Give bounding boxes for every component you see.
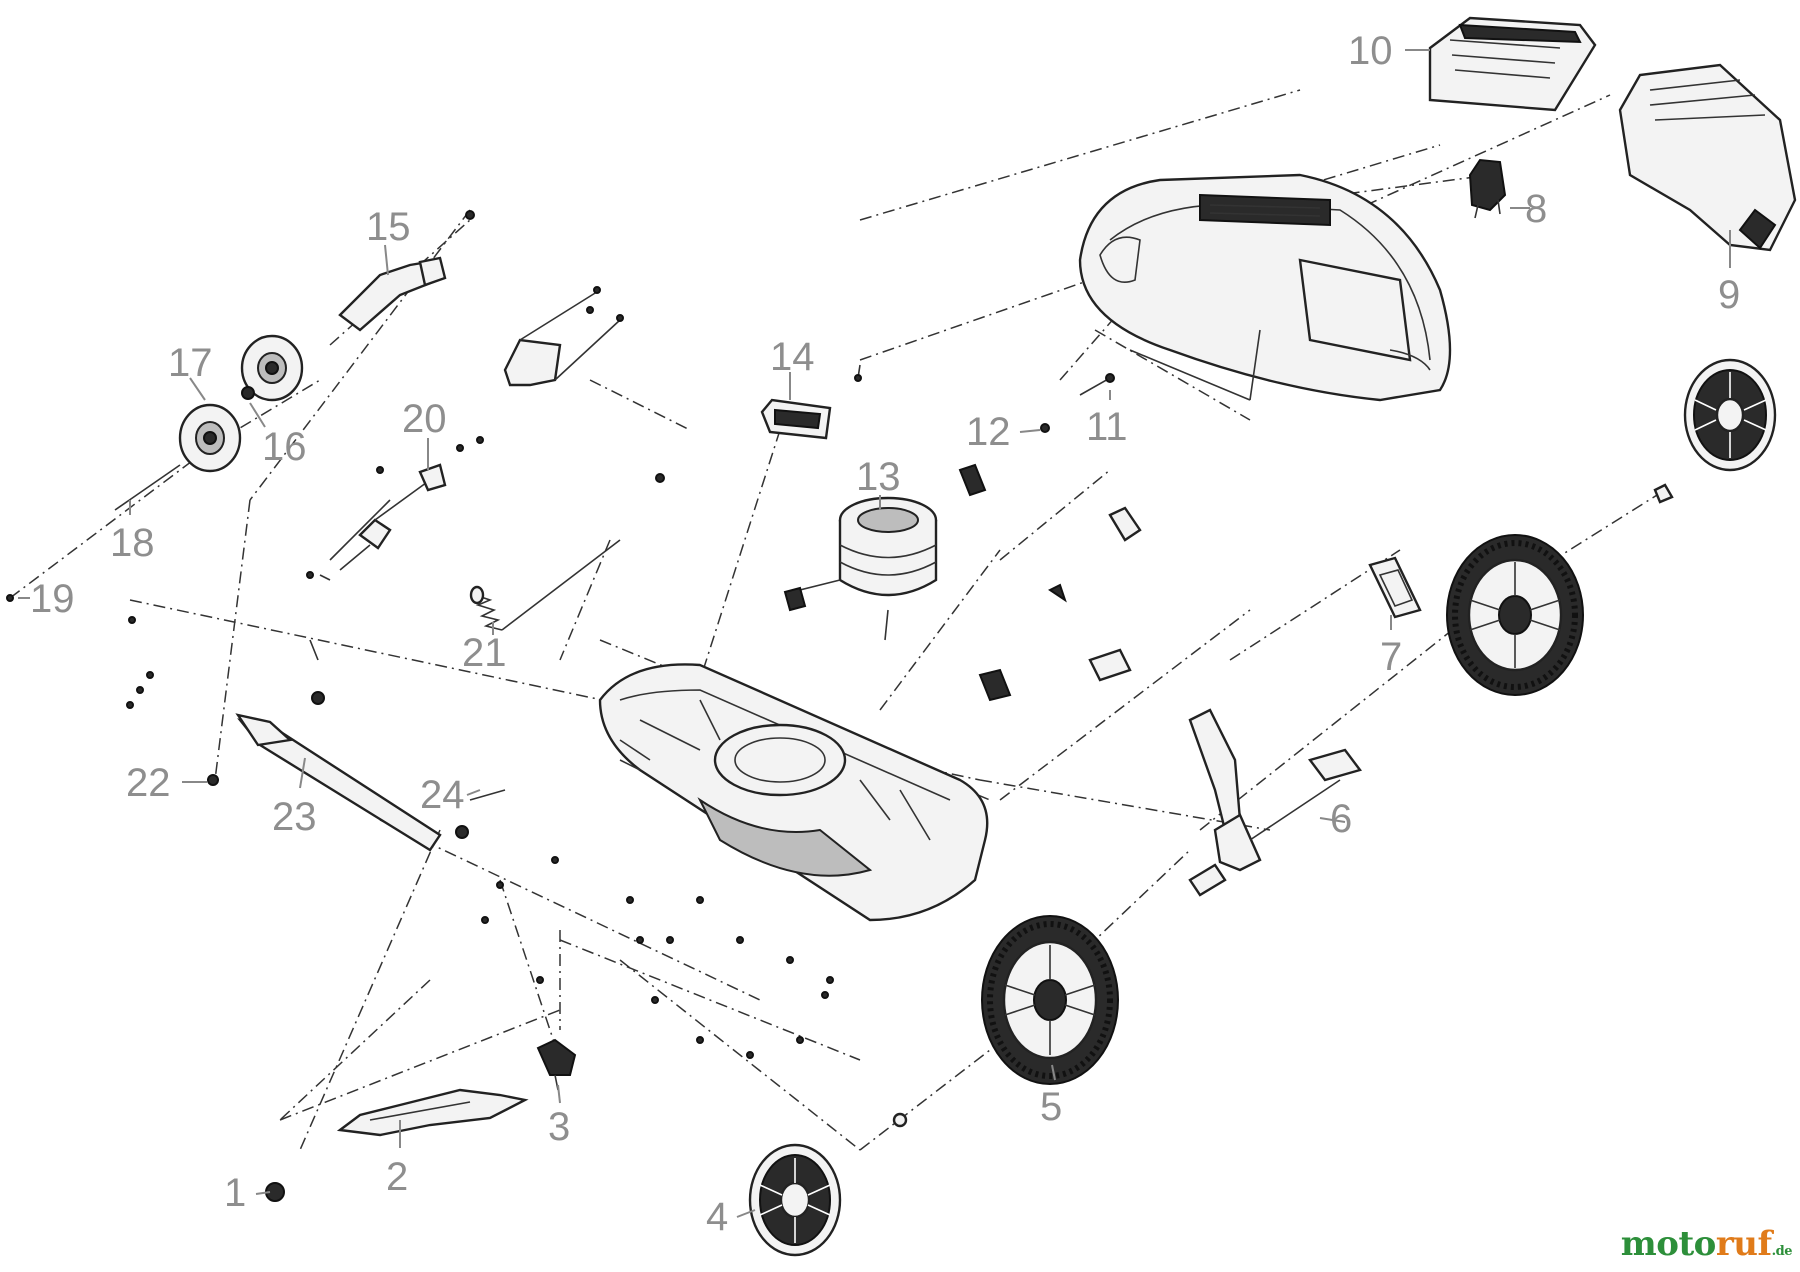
part-2-blade [336, 1088, 529, 1137]
part-8-switch [1468, 158, 1507, 219]
lower-chassis [598, 663, 989, 922]
part-7-plate [1368, 556, 1422, 619]
callout-15: 15 [366, 205, 411, 249]
part-18-19-axle [6, 464, 181, 602]
callout-labels: 1 2 3 4 5 6 7 8 9 10 11 12 13 14 15 16 1… [30, 29, 1740, 1239]
callout-9: 9 [1718, 273, 1740, 317]
part-6-rear-flap [1188, 708, 1363, 897]
part-16-washer [241, 386, 255, 400]
callout-21: 21 [462, 631, 507, 675]
callout-14: 14 [770, 335, 815, 379]
callout-leaders [18, 49, 1731, 1218]
switch-brackets [958, 463, 1142, 702]
callout-5: 5 [1040, 1085, 1062, 1129]
part-9-rear-cover [1618, 63, 1797, 252]
callout-24: 24 [420, 773, 465, 817]
callout-3: 3 [548, 1105, 570, 1149]
rear-wheel [1446, 534, 1584, 696]
watermark-domain: .de [1771, 1244, 1793, 1259]
part-3-adapter [536, 1038, 577, 1091]
rear-hub-cap [1653, 358, 1777, 504]
callout-6: 6 [1330, 797, 1352, 841]
part-11-12-bolts [854, 364, 1115, 433]
watermark-part-2: ruf [1715, 1224, 1772, 1264]
part-13-motor [783, 496, 938, 641]
callout-16: 16 [262, 425, 307, 469]
screws [126, 616, 834, 1059]
part-4-hub-cap [748, 1143, 842, 1257]
part-14-control-box [760, 398, 832, 440]
part-17-roller [178, 334, 304, 473]
callout-2: 2 [386, 1155, 408, 1199]
callout-17: 17 [168, 341, 213, 385]
mounting-bracket [503, 286, 665, 483]
part-23-axle-bar [207, 639, 506, 852]
callout-12: 12 [966, 410, 1011, 454]
part-20-bracket [306, 436, 484, 581]
callout-11: 11 [1086, 405, 1128, 449]
motoruf-watermark: motoruf.de [1620, 1224, 1793, 1264]
part-5-front-wheel [892, 915, 1119, 1128]
callout-20: 20 [402, 397, 447, 441]
callout-23: 23 [272, 795, 317, 839]
part-10-top-cover [1428, 16, 1597, 112]
callout-8: 8 [1525, 187, 1547, 231]
callout-10: 10 [1348, 29, 1393, 73]
watermark-part-1: moto [1620, 1224, 1717, 1264]
part-15-height-lever [338, 210, 475, 332]
callout-18: 18 [110, 521, 155, 565]
part-21-spring [469, 539, 621, 631]
callout-7: 7 [1380, 635, 1402, 679]
callout-22: 22 [126, 761, 171, 805]
housing-upper-shell [1078, 173, 1452, 402]
callout-13: 13 [856, 455, 901, 499]
callout-4: 4 [706, 1195, 728, 1239]
callout-19: 19 [30, 577, 75, 621]
callout-1: 1 [224, 1171, 246, 1215]
